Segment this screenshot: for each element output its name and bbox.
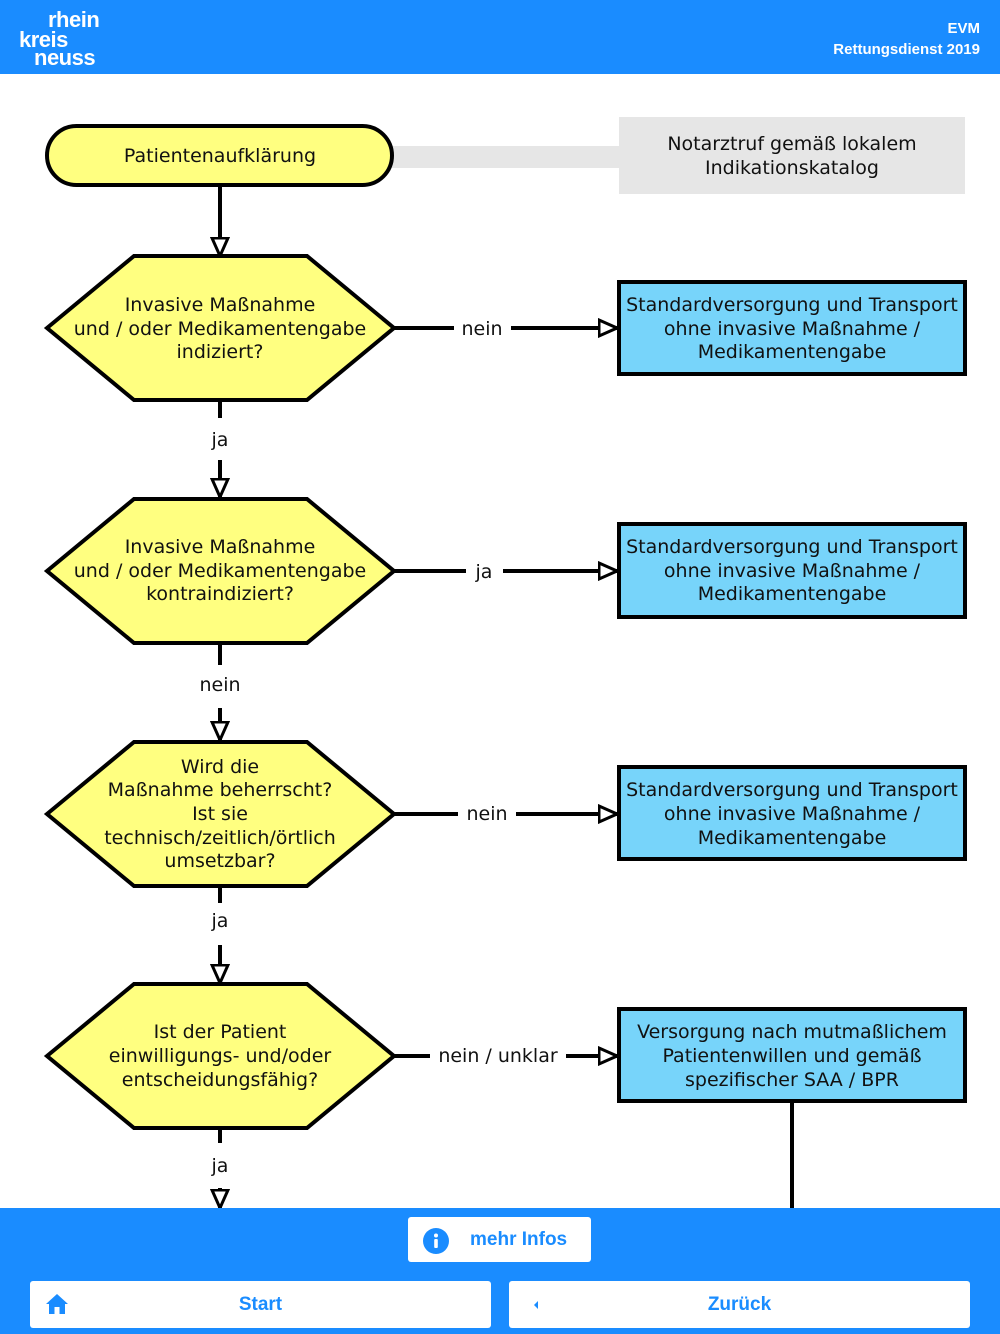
- logo-word-rhein: rhein: [48, 7, 100, 32]
- logo-word-kreis: kreis: [19, 27, 68, 52]
- decision-text-line: umsetzbar?: [164, 850, 275, 872]
- back-button[interactable]: Zurück: [509, 1281, 970, 1328]
- outcome-box: [617, 765, 967, 861]
- outcome-text-line: Medikamentengabe: [698, 583, 887, 605]
- outcome-text-line: Medikamentengabe: [698, 341, 887, 363]
- outcome-text-line: Standardversorgung und Transport: [626, 294, 958, 316]
- outcome-text-line: Versorgung nach mutmaßlichem: [637, 1021, 947, 1043]
- logo-word-neuss: neuss: [34, 45, 96, 70]
- caret-left-icon: [534, 1301, 538, 1309]
- decision-text-line: technisch/zeitlich/örtlich: [104, 827, 336, 849]
- decision-text-line: Ist der Patient: [154, 1021, 287, 1043]
- note-text-line: Indikationskatalog: [705, 157, 879, 179]
- outcome-text-line: Medikamentengabe: [698, 827, 887, 849]
- decision-text-line: Wird die: [181, 756, 259, 778]
- bottom-toolbar: mehr Infos Start Zurück: [0, 1208, 1000, 1334]
- info-icon: [423, 1228, 449, 1254]
- outcome-text-line: ohne invasive Maßnahme /: [664, 560, 921, 582]
- flowchart: Notarztruf gemäß lokalem Indikationskata…: [43, 117, 967, 1208]
- branch-label-down: ja: [211, 1155, 229, 1177]
- start-terminal-label: Patientenaufklärung: [124, 145, 316, 167]
- branch-label-side: ja: [475, 561, 493, 583]
- branch-label-down: ja: [211, 910, 229, 932]
- start-button[interactable]: Start: [30, 1281, 491, 1328]
- back-label: Zurück: [707, 1293, 772, 1315]
- decision-text-line: und / oder Medikamentengabe: [74, 318, 366, 340]
- decision-text-line: Invasive Maßnahme: [125, 536, 316, 558]
- outcome-box: [617, 280, 967, 376]
- branch-label-side: nein / unklar: [438, 1045, 558, 1067]
- decision-text-line: einwilligungs- und/oder: [109, 1045, 332, 1067]
- outcome-text-line: ohne invasive Maßnahme /: [664, 318, 921, 340]
- outcome-text-line: Standardversorgung und Transport: [626, 536, 958, 558]
- branch-label-side: nein: [461, 318, 502, 340]
- more-info-button[interactable]: mehr Infos: [408, 1217, 591, 1262]
- header-info: EVM Rettungsdienst 2019: [833, 18, 980, 60]
- header-title: EVM: [947, 20, 980, 37]
- decision-text-line: entscheidungsfähig?: [122, 1069, 318, 1091]
- branch-label-down: ja: [211, 429, 229, 451]
- start-label: Start: [238, 1293, 283, 1315]
- decision-text-line: Ist sie: [192, 803, 248, 825]
- outcome-box: [617, 522, 967, 619]
- note-box: [619, 117, 965, 194]
- branch-label-down: nein: [199, 674, 240, 696]
- more-info-label: mehr Infos: [470, 1228, 568, 1250]
- decision-text-line: indiziert?: [177, 341, 264, 363]
- note-text-line: Notarztruf gemäß lokalem: [667, 133, 916, 155]
- decision-text-line: und / oder Medikamentengabe: [74, 560, 366, 582]
- outcome-box: [617, 1007, 967, 1103]
- note-connector: [392, 146, 620, 168]
- decision-text-line: Maßnahme beherrscht?: [108, 779, 333, 801]
- home-icon: [46, 1294, 68, 1314]
- decision-text-line: kontraindiziert?: [146, 583, 294, 605]
- outcome-text-line: Patientenwillen und gemäß: [662, 1045, 921, 1067]
- app-header: rhein kreis neuss EVM Rettungsdienst 201…: [0, 0, 1000, 74]
- header-subtitle: Rettungsdienst 2019: [833, 41, 980, 58]
- outcome-text-line: ohne invasive Maßnahme /: [664, 803, 921, 825]
- outcome-text-line: spezifischer SAA / BPR: [685, 1069, 899, 1091]
- branch-label-side: nein: [466, 803, 507, 825]
- decision-text-line: Invasive Maßnahme: [125, 294, 316, 316]
- outcome-text-line: Standardversorgung und Transport: [626, 779, 958, 801]
- rhein-kreis-neuss-logo: rhein kreis neuss: [18, 7, 118, 70]
